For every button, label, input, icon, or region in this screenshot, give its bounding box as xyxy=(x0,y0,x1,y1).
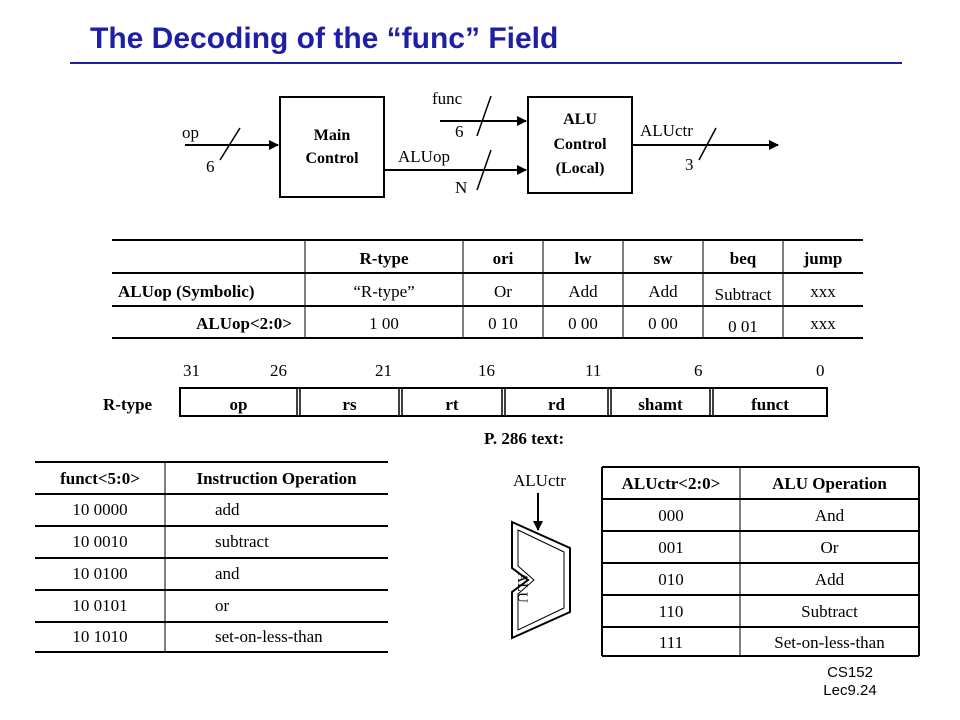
bit-6: 6 xyxy=(694,361,703,380)
field-shamt: shamt xyxy=(638,395,683,414)
funct-row-code: 10 0101 xyxy=(72,596,128,615)
rtype-format-label: R-type xyxy=(103,395,153,414)
op-width-slash xyxy=(219,127,241,161)
main-control-line2: Control xyxy=(305,150,359,167)
aluop-symbolic-lw: Add xyxy=(568,282,598,301)
funct-row-operation: subtract xyxy=(215,532,269,551)
aluop-width-label: N xyxy=(455,178,468,197)
course-label: CS152 xyxy=(827,664,873,681)
aluop-header-beq: beq xyxy=(729,249,757,268)
bit-0: 0 xyxy=(816,361,825,380)
aluctr-row-operation: Or xyxy=(820,538,839,557)
aluctr-row-code: 010 xyxy=(658,570,684,589)
func-label: func xyxy=(432,89,463,108)
alu-control-line3: (Local) xyxy=(555,160,605,178)
aluop-width-slash xyxy=(476,149,492,191)
bit-31: 31 xyxy=(183,361,200,380)
aluctr-row-operation: Set-on-less-than xyxy=(774,633,885,652)
funct-row-operation: or xyxy=(215,596,230,615)
aluop-bits-jump: xxx xyxy=(810,314,836,333)
main-control-line1: Main xyxy=(313,126,351,144)
bit-26: 26 xyxy=(270,361,287,380)
aluop-symbolic-beq: Subtract xyxy=(714,285,772,304)
aluop-symbolic-ori: Or xyxy=(494,282,512,301)
funct-row-code: 10 0100 xyxy=(72,564,128,583)
lecture-label: Lec9.24 xyxy=(823,682,877,699)
aluctr-row-code: 110 xyxy=(658,602,684,621)
alu-control-line2: Control xyxy=(553,135,607,153)
aluop-symbolic-jump: xxx xyxy=(810,282,836,301)
funct-row-code: 10 0000 xyxy=(72,500,128,519)
aluctr-width-slash xyxy=(698,127,717,161)
aluop-bits-beq: 0 01 xyxy=(728,317,758,336)
aluop-bits-ori: 0 10 xyxy=(488,314,518,333)
aluctr-label: ALUctr xyxy=(640,121,693,140)
aluctr-width-label: 3 xyxy=(685,155,694,174)
slide-footer: CS152 Lec9.24 xyxy=(812,664,888,700)
alu-label: ALU xyxy=(514,572,530,603)
op-width-label: 6 xyxy=(206,157,215,176)
aluop-header-jump: jump xyxy=(803,249,843,268)
aluctr-header-operation: ALU Operation xyxy=(772,474,887,493)
field-rs: rs xyxy=(342,395,357,414)
field-op: op xyxy=(229,395,248,414)
aluop-symbolic-label: ALUop (Symbolic) xyxy=(118,282,255,301)
aluop-header-rtype: R-type xyxy=(359,249,409,268)
aluctr-row-operation: And xyxy=(814,506,845,525)
text-reference: P. 286 text: xyxy=(484,429,565,448)
field-rd: rd xyxy=(548,395,565,414)
aluctr-header-code: ALUctr<2:0> xyxy=(621,474,721,493)
bit-21: 21 xyxy=(375,361,392,380)
aluctr-row-operation: Subtract xyxy=(801,602,858,621)
funct-row-operation: set-on-less-than xyxy=(215,627,323,646)
aluop-symbolic-sw: Add xyxy=(648,282,678,301)
bit-16: 16 xyxy=(478,361,495,380)
func-width-slash xyxy=(476,95,492,137)
field-funct: funct xyxy=(751,395,789,414)
aluctr-row-code: 001 xyxy=(658,538,684,557)
aluop-label: ALUop xyxy=(398,147,450,166)
funct-header-code: funct<5:0> xyxy=(60,469,140,488)
aluctr-row-code: 000 xyxy=(658,506,684,525)
func-width-label: 6 xyxy=(455,122,464,141)
title-underline xyxy=(70,62,902,64)
aluop-header-lw: lw xyxy=(574,249,592,268)
aluop-bits-lw: 0 00 xyxy=(568,314,598,333)
alu-shape xyxy=(511,520,571,640)
funct-header-operation: Instruction Operation xyxy=(196,469,357,488)
funct-row-code: 10 0010 xyxy=(72,532,128,551)
funct-row-code: 10 1010 xyxy=(72,627,128,646)
funct-row-operation: add xyxy=(215,500,240,519)
aluop-header-ori: ori xyxy=(492,249,514,268)
alu-ctrl-label: ALUctr xyxy=(513,471,566,490)
op-label: op xyxy=(182,123,199,142)
bit-11: 11 xyxy=(585,361,602,380)
aluop-symbolic-rtype: “R-type” xyxy=(353,282,415,301)
alu-control-block: ALU Control (Local) xyxy=(527,96,633,194)
aluctr-row-operation: Add xyxy=(814,570,845,589)
aluop-bits-sw: 0 00 xyxy=(648,314,678,333)
page-title: The Decoding of the “func” Field xyxy=(90,22,559,55)
funct-row-operation: and xyxy=(215,564,240,583)
aluctr-row-code: 111 xyxy=(658,633,684,652)
main-control-block: Main Control xyxy=(279,96,385,198)
field-rt: rt xyxy=(445,395,459,414)
alu-control-line1: ALU xyxy=(563,110,597,128)
aluop-bits-label: ALUop<2:0> xyxy=(196,314,292,333)
aluop-bits-rtype: 1 00 xyxy=(369,314,399,333)
aluop-header-sw: sw xyxy=(653,249,673,268)
